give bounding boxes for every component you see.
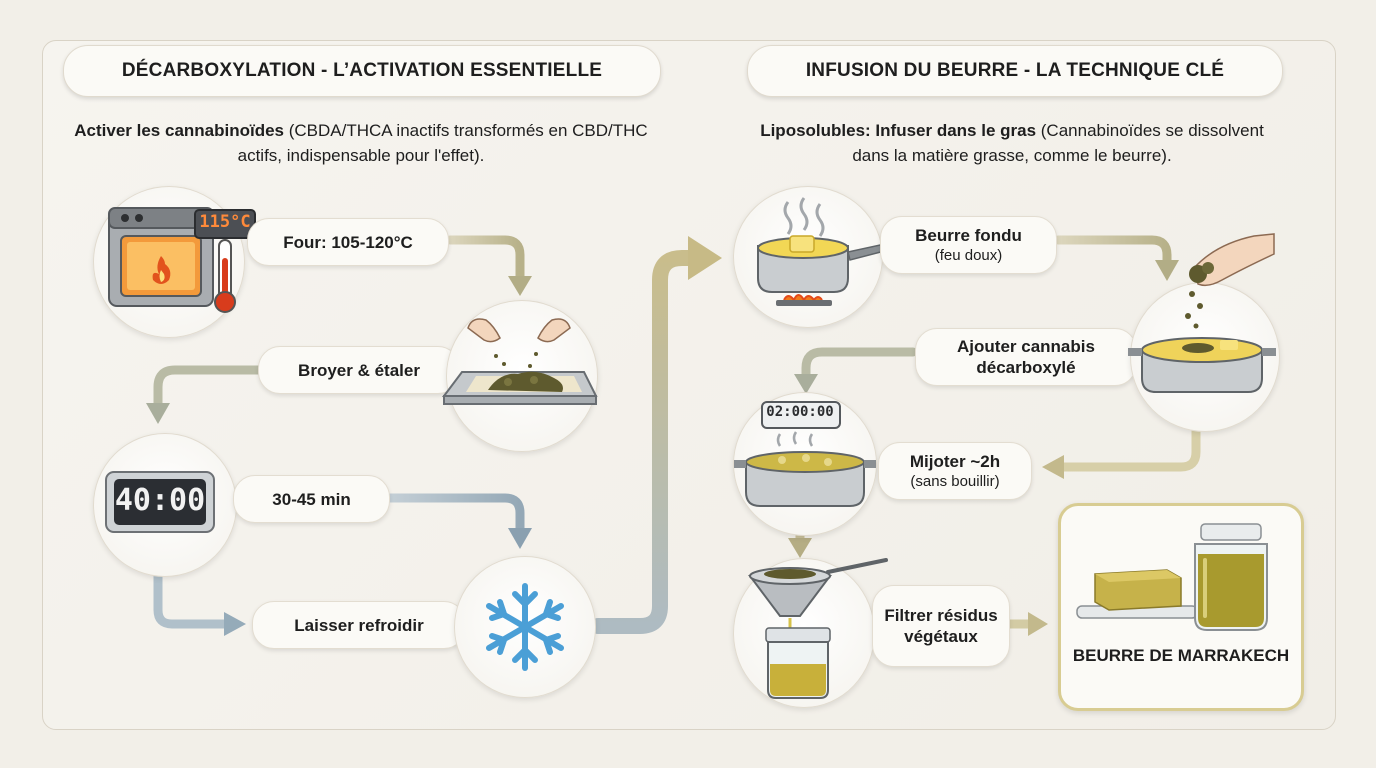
- right-intro: Liposolubles: Infuser dans le gras (Cann…: [748, 118, 1276, 168]
- arrow-grind-to-timer: [153, 365, 265, 410]
- tray-icon: [442, 318, 598, 405]
- arrow-head: [788, 538, 812, 558]
- simmer-pot-icon: [734, 401, 876, 507]
- arrow-pot-to-simmer: [1057, 423, 1201, 472]
- step-simmer: Mijoter ~2h (sans bouillir): [878, 442, 1032, 500]
- oven-display: 115°C: [199, 212, 251, 232]
- arrow-head: [1155, 260, 1179, 281]
- add-cannabis-icon: [1128, 233, 1276, 393]
- arrow-head: [224, 612, 246, 636]
- final-product-card: BEURRE DE MARRAKECH: [1058, 503, 1304, 711]
- right-section-title: INFUSION DU BEURRE - LA TECHNIQUE CLÉ: [747, 45, 1283, 97]
- step-time: 30-45 min: [233, 475, 390, 523]
- butter-jar-icon: [1076, 523, 1268, 631]
- step-simmer-sub: (sans bouillir): [910, 473, 1000, 490]
- step-oven-label: Four: 105-120°C: [283, 232, 413, 252]
- step-oven: Four: 105-120°C: [247, 218, 449, 266]
- timer-display: 40:00: [114, 483, 206, 518]
- arrow-left-to-right: [590, 250, 698, 634]
- step-simmer-label: Mijoter ~2h: [909, 452, 1001, 471]
- arrow-head: [794, 374, 818, 394]
- right-intro-bold: Liposolubles: Infuser dans le gras: [760, 121, 1037, 140]
- step-filter-label: Filtrer résidus végétaux: [884, 606, 998, 646]
- arrow-head: [146, 403, 170, 424]
- saucepan-icon: [757, 197, 897, 306]
- arrow-melt-to-add: [1053, 235, 1172, 267]
- step-melt: Beurre fondu (feu doux): [880, 216, 1057, 274]
- step-grind-label: Broyer & étaler: [298, 360, 420, 380]
- snowflake-icon: [486, 583, 564, 671]
- arrow-head: [1042, 455, 1064, 479]
- arrow-head: [1028, 612, 1048, 636]
- step-cool-label: Laisser refroidir: [294, 615, 424, 635]
- right-intro-text: (Cannabinoïdes se dissolvent dans la mat…: [852, 121, 1264, 165]
- step-filter: Filtrer résidus végétaux: [872, 585, 1010, 667]
- step-add-label: Ajouter cannabis décarboxylé: [957, 337, 1095, 377]
- step-add: Ajouter cannabis décarboxylé: [915, 328, 1137, 386]
- arrow-oven-to-grind: [445, 235, 525, 283]
- filter-jar-icon: [748, 558, 888, 699]
- timer-icon: [105, 471, 215, 533]
- oven-icon: [108, 207, 256, 313]
- step-melt-sub: (feu doux): [934, 247, 1003, 264]
- arrow-timer-to-cool: [385, 493, 525, 535]
- step-time-label: 30-45 min: [272, 489, 351, 509]
- arrow-head: [508, 276, 532, 296]
- left-section-title: DÉCARBOXYLATION - L’ACTIVATION ESSENTIEL…: [63, 45, 661, 97]
- arrow-head: [508, 528, 532, 549]
- left-intro-bold: Activer les cannabinoïdes: [74, 121, 285, 140]
- arrow-timer-side: [153, 555, 231, 629]
- step-melt-label: Beurre fondu: [915, 226, 1022, 245]
- final-product-label: BEURRE DE MARRAKECH: [1072, 646, 1290, 665]
- arrow-add-to-simmer: [801, 347, 918, 381]
- left-intro: Activer les cannabinoïdes (CBDA/THCA ina…: [72, 118, 650, 168]
- left-intro-text: (CBDA/THCA inactifs transformés en CBD/T…: [237, 121, 648, 165]
- simmer-timer-display: 02:00:00: [766, 404, 834, 420]
- step-grind: Broyer & étaler: [258, 346, 460, 394]
- arrow-head: [688, 236, 722, 280]
- step-cool: Laisser refroidir: [252, 601, 466, 649]
